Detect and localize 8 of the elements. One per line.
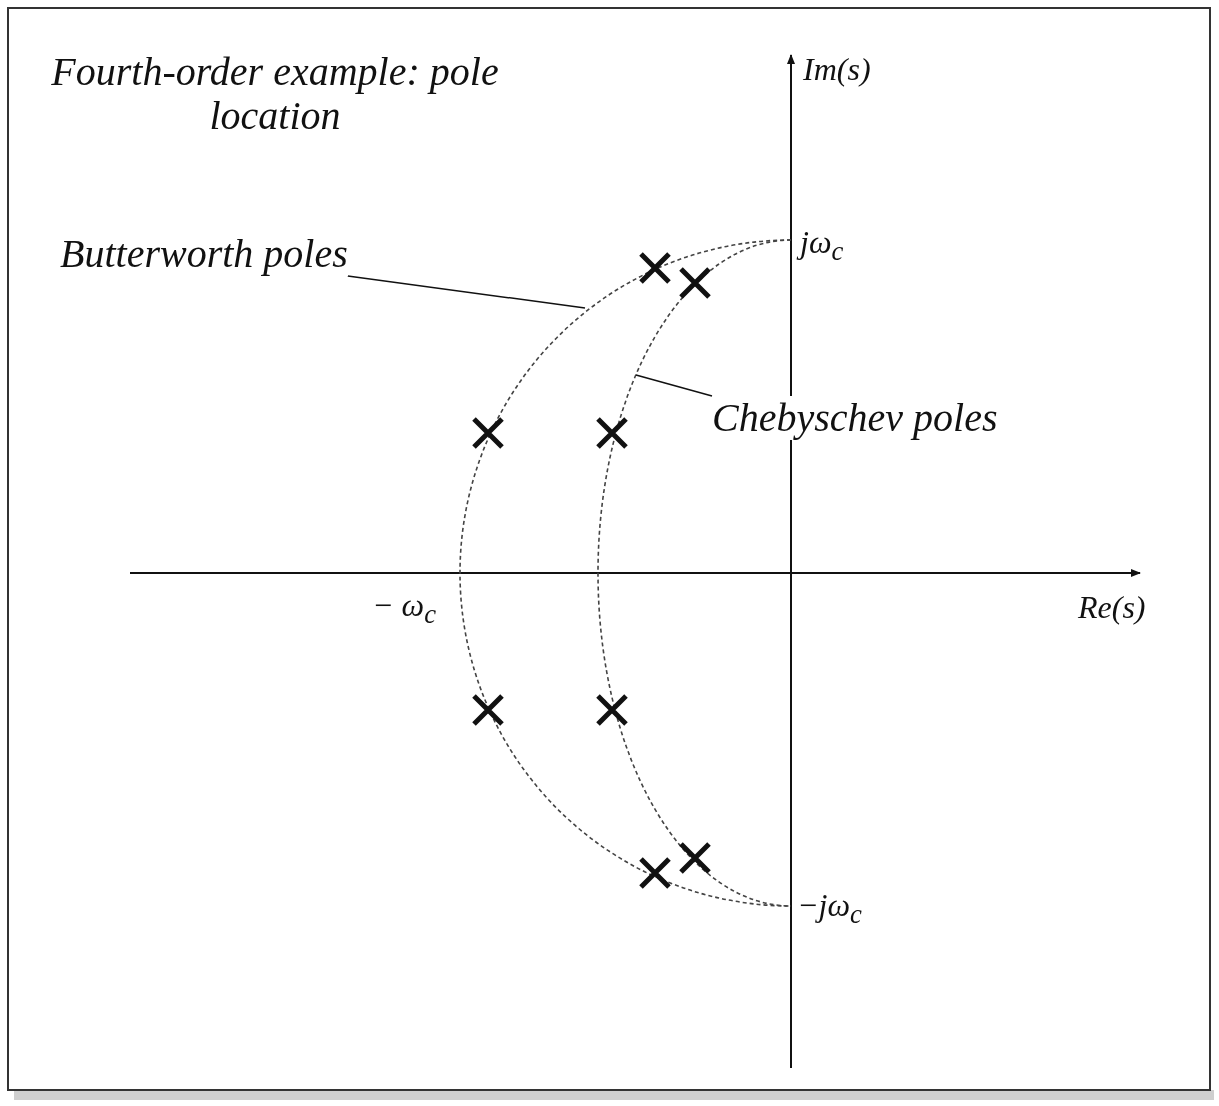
axis-label: Im(s) bbox=[803, 52, 871, 88]
axis-label: Re(s) bbox=[1078, 590, 1146, 626]
leader-line bbox=[635, 374, 713, 397]
diagram-title: Fourth-order example: pole location bbox=[50, 50, 500, 138]
axis-tick-label: −jω$_{c}$ bbox=[797, 888, 862, 930]
axis-tick-label: − ω$_{c}$ bbox=[372, 588, 437, 630]
callout-label: Chebyschev poles bbox=[712, 396, 998, 440]
leader-line bbox=[347, 275, 586, 309]
